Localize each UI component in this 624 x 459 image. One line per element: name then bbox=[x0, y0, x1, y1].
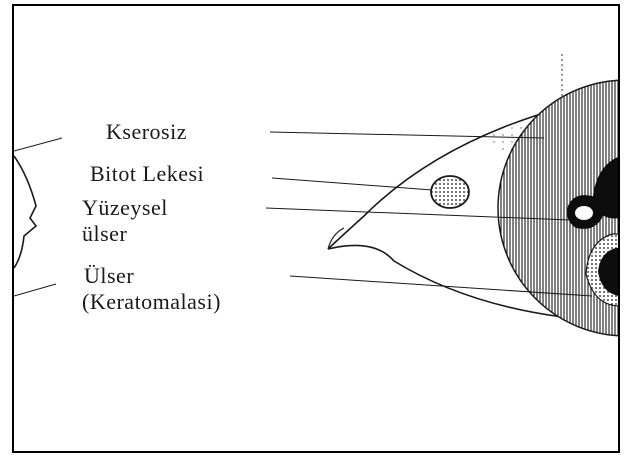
label-bitot-spot: Bitot Lekesi bbox=[90, 162, 204, 186]
left-upper-lid-line bbox=[14, 138, 62, 151]
superficial-ulcer-inner bbox=[575, 206, 593, 220]
label-ulcer-line1: Ülser bbox=[84, 264, 134, 288]
label-superficial-ulcer-line1: Yüzeysel bbox=[82, 196, 168, 220]
label-ulcer-line2: (Keratomalasi) bbox=[82, 290, 221, 314]
label-xerosis: Kserosiz bbox=[106, 120, 187, 144]
bitot-spot bbox=[431, 176, 469, 208]
left-eye-fragment bbox=[14, 156, 36, 268]
leader-line-bitot bbox=[272, 178, 432, 190]
figure-frame: Kserosiz Bitot Lekesi Yüzeysel ülser Üls… bbox=[12, 4, 620, 453]
label-superficial-ulcer-line2: ülser bbox=[82, 222, 127, 246]
left-lower-lid-line bbox=[14, 284, 56, 296]
